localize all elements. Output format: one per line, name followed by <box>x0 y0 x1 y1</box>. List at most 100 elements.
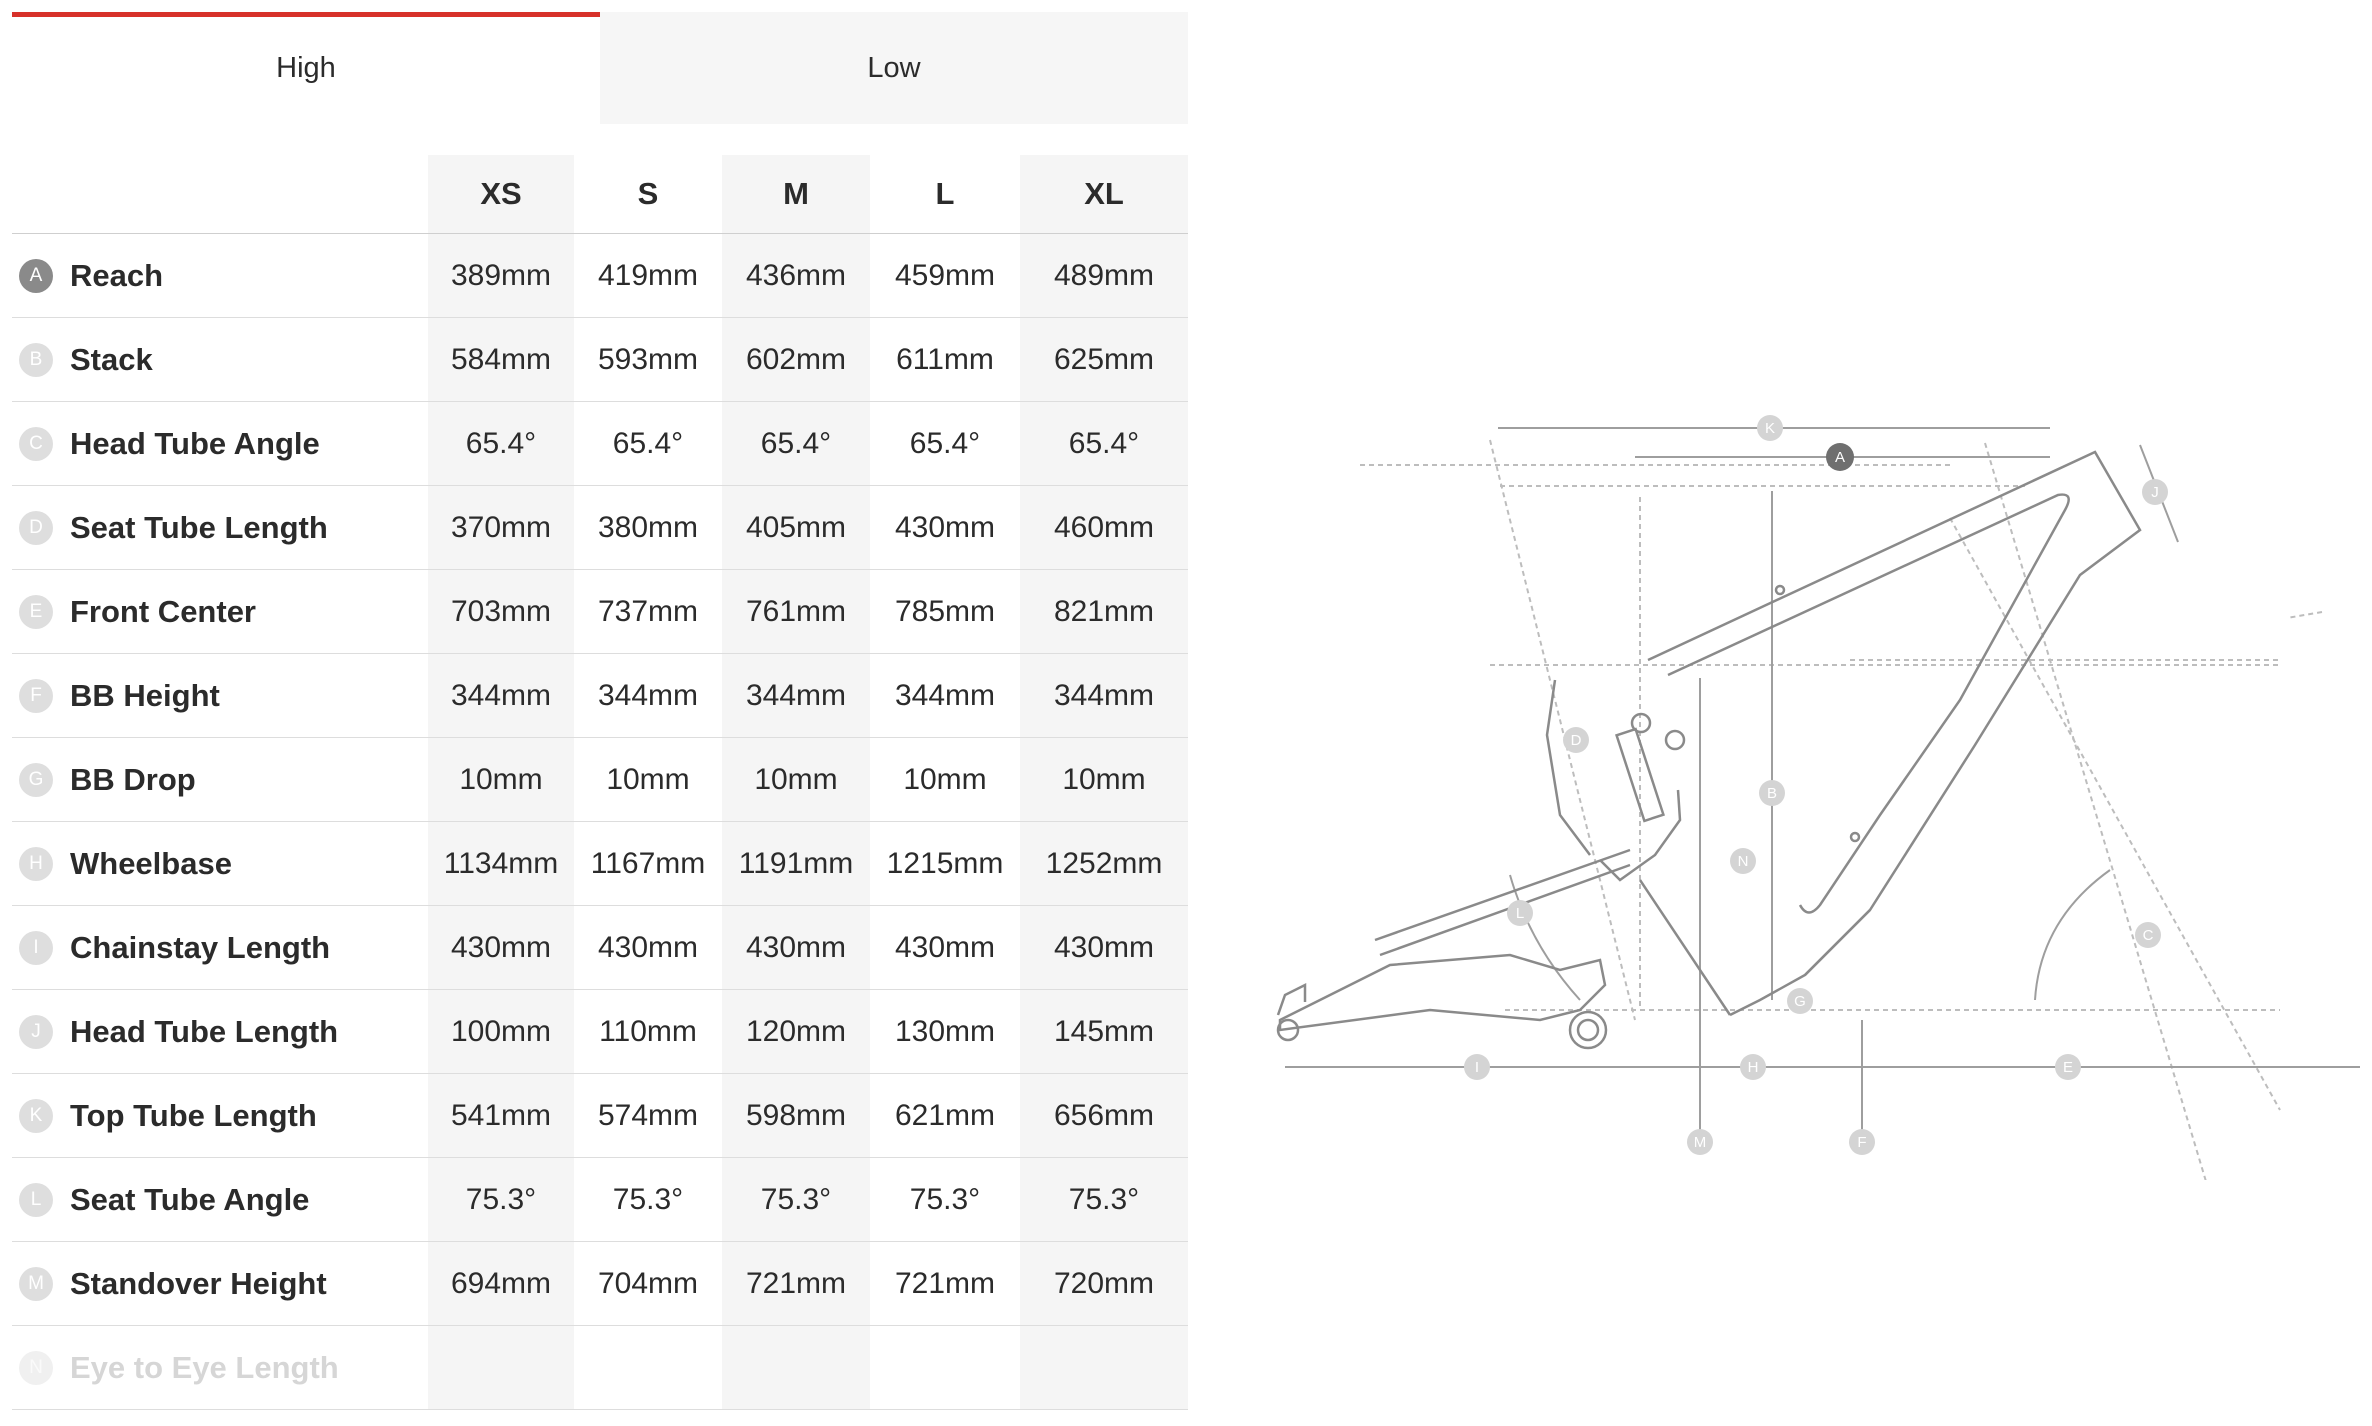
svg-text:H: H <box>1748 1059 1759 1076</box>
dimension-letter-badge: G <box>19 762 53 797</box>
value-xl: 75.3° <box>1020 1157 1188 1242</box>
tab-low[interactable]: Low <box>600 12 1188 124</box>
value-xs: 430mm <box>428 905 574 990</box>
dim-badge-d: D <box>1563 727 1589 753</box>
size-header-xs: XS <box>428 155 574 234</box>
value-s: 344mm <box>574 653 722 738</box>
value-l: 75.3° <box>870 1157 1020 1242</box>
value-s: 593mm <box>574 317 722 402</box>
svg-text:C: C <box>2143 927 2154 944</box>
dim-badge-i: I <box>1464 1054 1490 1080</box>
value-s: 380mm <box>574 485 722 570</box>
row-label-cell: G BB Drop <box>12 737 428 822</box>
dimension-letter-badge: N <box>19 1350 53 1385</box>
value-m: 430mm <box>722 905 870 990</box>
value-l: 785mm <box>870 569 1020 654</box>
value-m: 344mm <box>722 653 870 738</box>
value-m: 721mm <box>722 1241 870 1326</box>
value-xs: 694mm <box>428 1241 574 1326</box>
measurement-label: D Seat Tube Length <box>12 510 428 546</box>
value-xs: 100mm <box>428 989 574 1074</box>
svg-text:F: F <box>1857 1134 1866 1151</box>
value-s <box>574 1325 722 1410</box>
value-l <box>870 1325 1020 1410</box>
dimension-arrows <box>1285 427 2360 1142</box>
dimension-letter-badge: C <box>19 426 53 461</box>
measurement-name: Eye to Eye Length <box>70 1349 339 1385</box>
value-l: 130mm <box>870 989 1020 1074</box>
measurement-name: Top Tube Length <box>70 1097 317 1133</box>
measurement-label: G BB Drop <box>12 762 428 798</box>
value-l: 430mm <box>870 485 1020 570</box>
dimension-letter-badge: F <box>19 678 53 713</box>
measurement-name: Seat Tube Length <box>70 509 328 545</box>
svg-text:B: B <box>1767 785 1777 802</box>
value-m: 65.4° <box>722 401 870 486</box>
dim-badge-e: E <box>2055 1054 2081 1080</box>
size-header-xl: XL <box>1020 155 1188 234</box>
dimension-letter-badge: H <box>19 846 53 881</box>
value-xl: 489mm <box>1020 233 1188 318</box>
tab-high[interactable]: High <box>12 12 600 124</box>
measurement-label: L Seat Tube Angle <box>12 1182 428 1218</box>
value-xs: 10mm <box>428 737 574 822</box>
dim-badge-m: M <box>1687 1129 1713 1155</box>
measurement-name: Head Tube Angle <box>70 425 320 461</box>
value-xl: 821mm <box>1020 569 1188 654</box>
measurement-label: N Eye to Eye Length <box>12 1350 428 1386</box>
value-xs: 370mm <box>428 485 574 570</box>
value-m: 75.3° <box>722 1157 870 1242</box>
dim-badge-n: N <box>1730 848 1756 874</box>
value-l: 430mm <box>870 905 1020 990</box>
value-xs: 389mm <box>428 233 574 318</box>
dimension-letter-badge: J <box>19 1014 53 1049</box>
value-m: 1191mm <box>722 821 870 906</box>
measurement-name: Chainstay Length <box>70 929 331 965</box>
value-m: 436mm <box>722 233 870 318</box>
row-label-cell: N Eye to Eye Length <box>12 1325 428 1410</box>
dim-badge-j: J <box>2142 479 2168 505</box>
dimension-letter-badge: L <box>19 1182 53 1217</box>
size-header-s: S <box>574 155 722 234</box>
value-s: 65.4° <box>574 401 722 486</box>
dimension-letter-badges: K A J D B N L C G I H E M F <box>1464 415 2168 1155</box>
geometry-row: N Eye to Eye Length <box>12 1325 1188 1410</box>
frame-outline <box>1276 450 2142 1050</box>
dimension-guides <box>1360 439 2323 1180</box>
size-header-m: M <box>722 155 870 234</box>
value-xl: 625mm <box>1020 317 1188 402</box>
value-l: 65.4° <box>870 401 1020 486</box>
measurement-name: Seat Tube Angle <box>70 1181 310 1217</box>
svg-text:E: E <box>2063 1059 2073 1076</box>
dimension-letter-badge: D <box>19 510 53 545</box>
value-xs: 584mm <box>428 317 574 402</box>
measurement-name: BB Drop <box>70 761 196 797</box>
dimension-letter-badge: M <box>19 1266 53 1301</box>
value-xl: 656mm <box>1020 1073 1188 1158</box>
dimension-letter-badge: A <box>19 258 53 293</box>
value-l: 1215mm <box>870 821 1020 906</box>
value-m: 120mm <box>722 989 870 1074</box>
value-xs <box>428 1325 574 1410</box>
value-s: 419mm <box>574 233 722 318</box>
setting-tabs: High Low <box>12 12 1188 124</box>
dim-badge-c: C <box>2135 922 2161 948</box>
